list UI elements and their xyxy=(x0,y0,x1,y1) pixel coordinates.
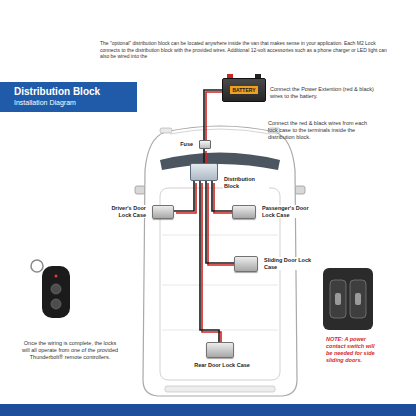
black-wire xyxy=(204,90,222,140)
part-label: Distribution Block xyxy=(223,176,269,189)
hood-line xyxy=(170,129,270,134)
roof-rib xyxy=(162,330,278,331)
remote-body xyxy=(42,266,70,318)
remote-button xyxy=(51,284,61,294)
red-wire xyxy=(208,183,236,265)
switch-part xyxy=(330,280,346,318)
part-label: Sliding Door Lock Case xyxy=(263,257,323,270)
mirror xyxy=(135,186,145,194)
windshield xyxy=(160,153,280,171)
callout-note: Connect the red & black wires from each … xyxy=(268,120,376,141)
part-label: Passenger's Door Lock Case xyxy=(261,205,321,218)
wire-pair xyxy=(200,181,221,344)
headlight xyxy=(160,128,172,133)
heading-title: Distribution Block xyxy=(14,86,131,99)
lock-case: Driver's Door Lock Case xyxy=(152,205,174,219)
intro-text: The "optional" distribution block can be… xyxy=(100,40,392,60)
distribution-block: Distribution Block xyxy=(190,163,218,181)
black-wire xyxy=(174,181,194,211)
remote-button xyxy=(51,299,61,309)
key-ring xyxy=(31,260,43,272)
red-wire xyxy=(202,183,221,344)
black-wire xyxy=(200,181,219,342)
roof-rib xyxy=(162,235,278,236)
warning-note: NOTE: A power contact switch will be nee… xyxy=(326,336,382,365)
mirror xyxy=(295,186,305,194)
battery: BATTERY xyxy=(222,78,266,102)
part-label: Rear Door Lock Case xyxy=(191,362,253,369)
switch-part xyxy=(350,280,366,318)
callout-note: Connect the Power Extention (red & black… xyxy=(270,86,382,100)
wire-pair xyxy=(206,181,236,265)
heading-subtitle: Installation Diagram xyxy=(14,99,131,108)
battery-label: BATTERY xyxy=(230,86,257,94)
wire-pair xyxy=(204,90,224,142)
lock-case: Sliding Door Lock Case xyxy=(234,256,258,272)
rear-bumper xyxy=(165,386,275,392)
switch-contact xyxy=(335,293,341,305)
fuse: Fuse xyxy=(199,140,211,149)
lock-case: Rear Door Lock Case xyxy=(206,342,234,358)
remote-note: Once the wiring is complete, the locks w… xyxy=(20,340,120,361)
part-label: Driver's Door Lock Case xyxy=(97,205,147,218)
black-wire xyxy=(203,149,205,163)
part-label: Fuse xyxy=(179,141,194,148)
switch-contact xyxy=(355,293,361,305)
heading-band: Distribution BlockInstallation Diagram xyxy=(0,82,137,112)
lock-case: Passenger's Door Lock Case xyxy=(232,205,256,219)
wire-pair xyxy=(174,181,196,213)
switch-panel xyxy=(323,268,373,330)
footer-bar xyxy=(0,404,416,416)
black-wire xyxy=(206,181,234,263)
remote-led xyxy=(55,275,58,278)
red-wire xyxy=(176,183,196,213)
roof-rib xyxy=(162,285,278,286)
